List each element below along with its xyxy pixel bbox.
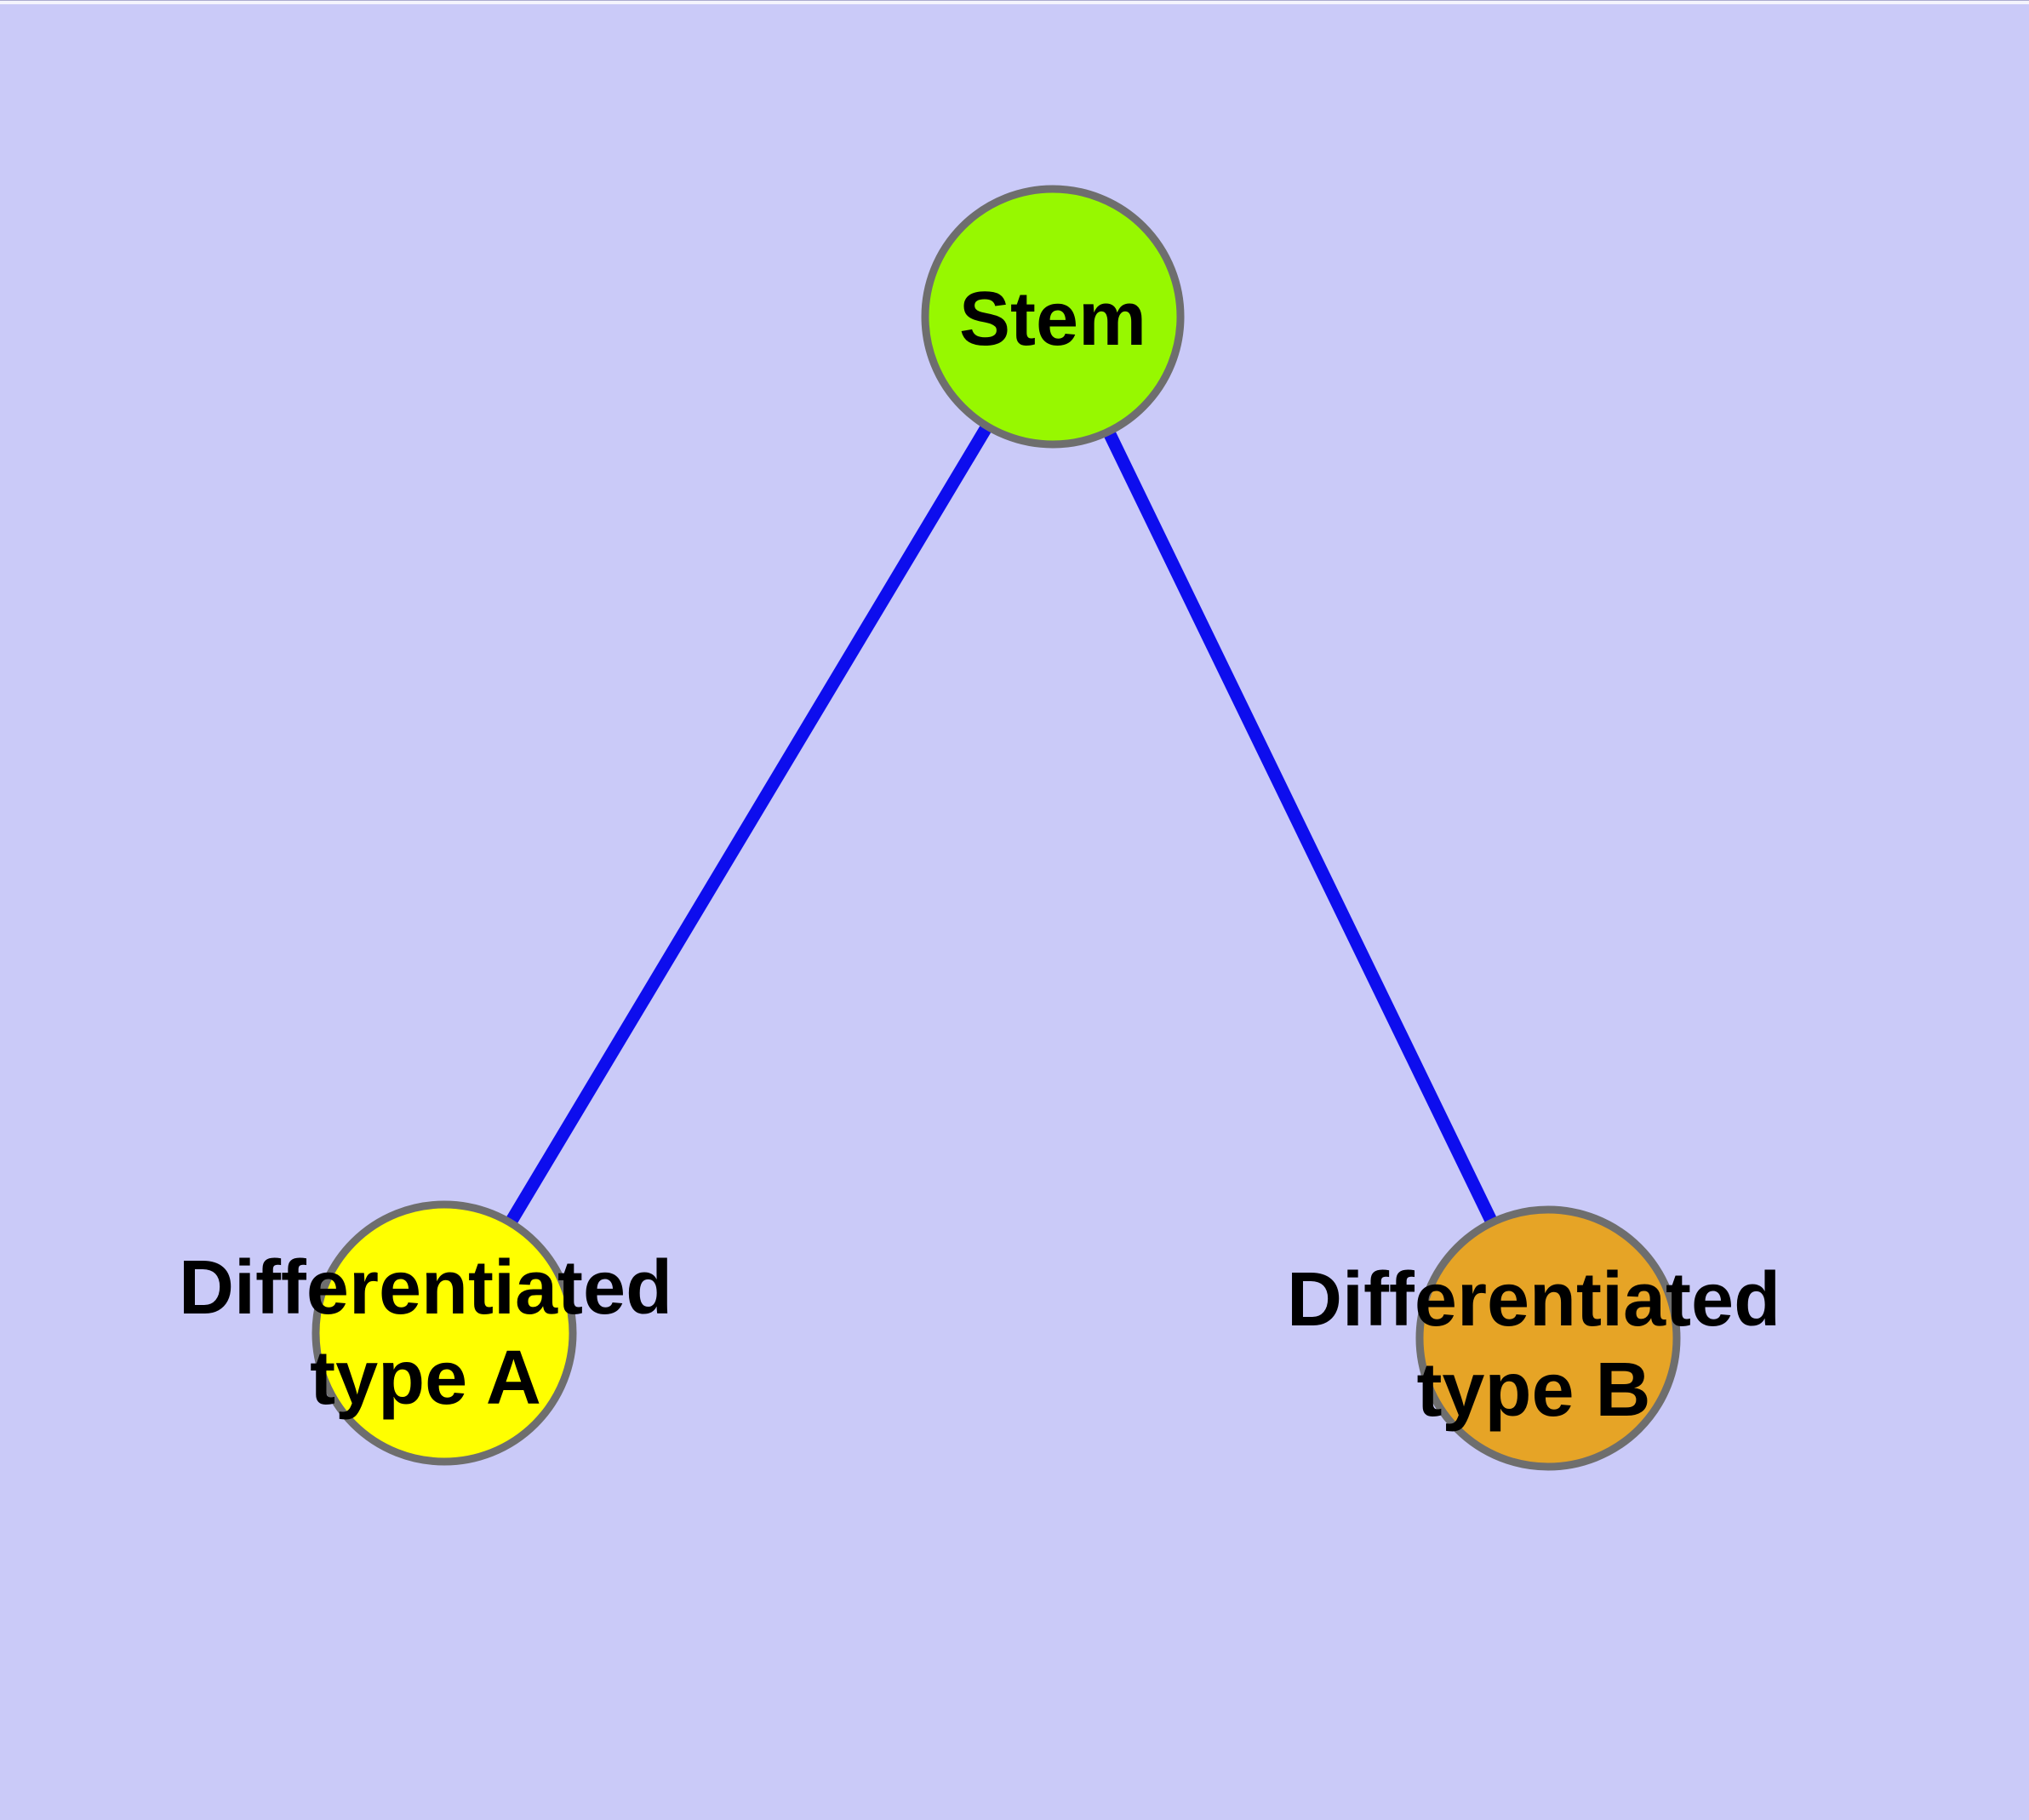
edge-stem-to-type-b[interactable]: [1047, 313, 1554, 1342]
node-stem[interactable]: [921, 185, 1185, 449]
edge-stem-to-type-a[interactable]: [438, 313, 1059, 1336]
node-differentiated-type-a[interactable]: [311, 1200, 577, 1466]
window-top-edge: [0, 0, 2029, 4]
node-differentiated-type-b[interactable]: [1415, 1205, 1681, 1471]
